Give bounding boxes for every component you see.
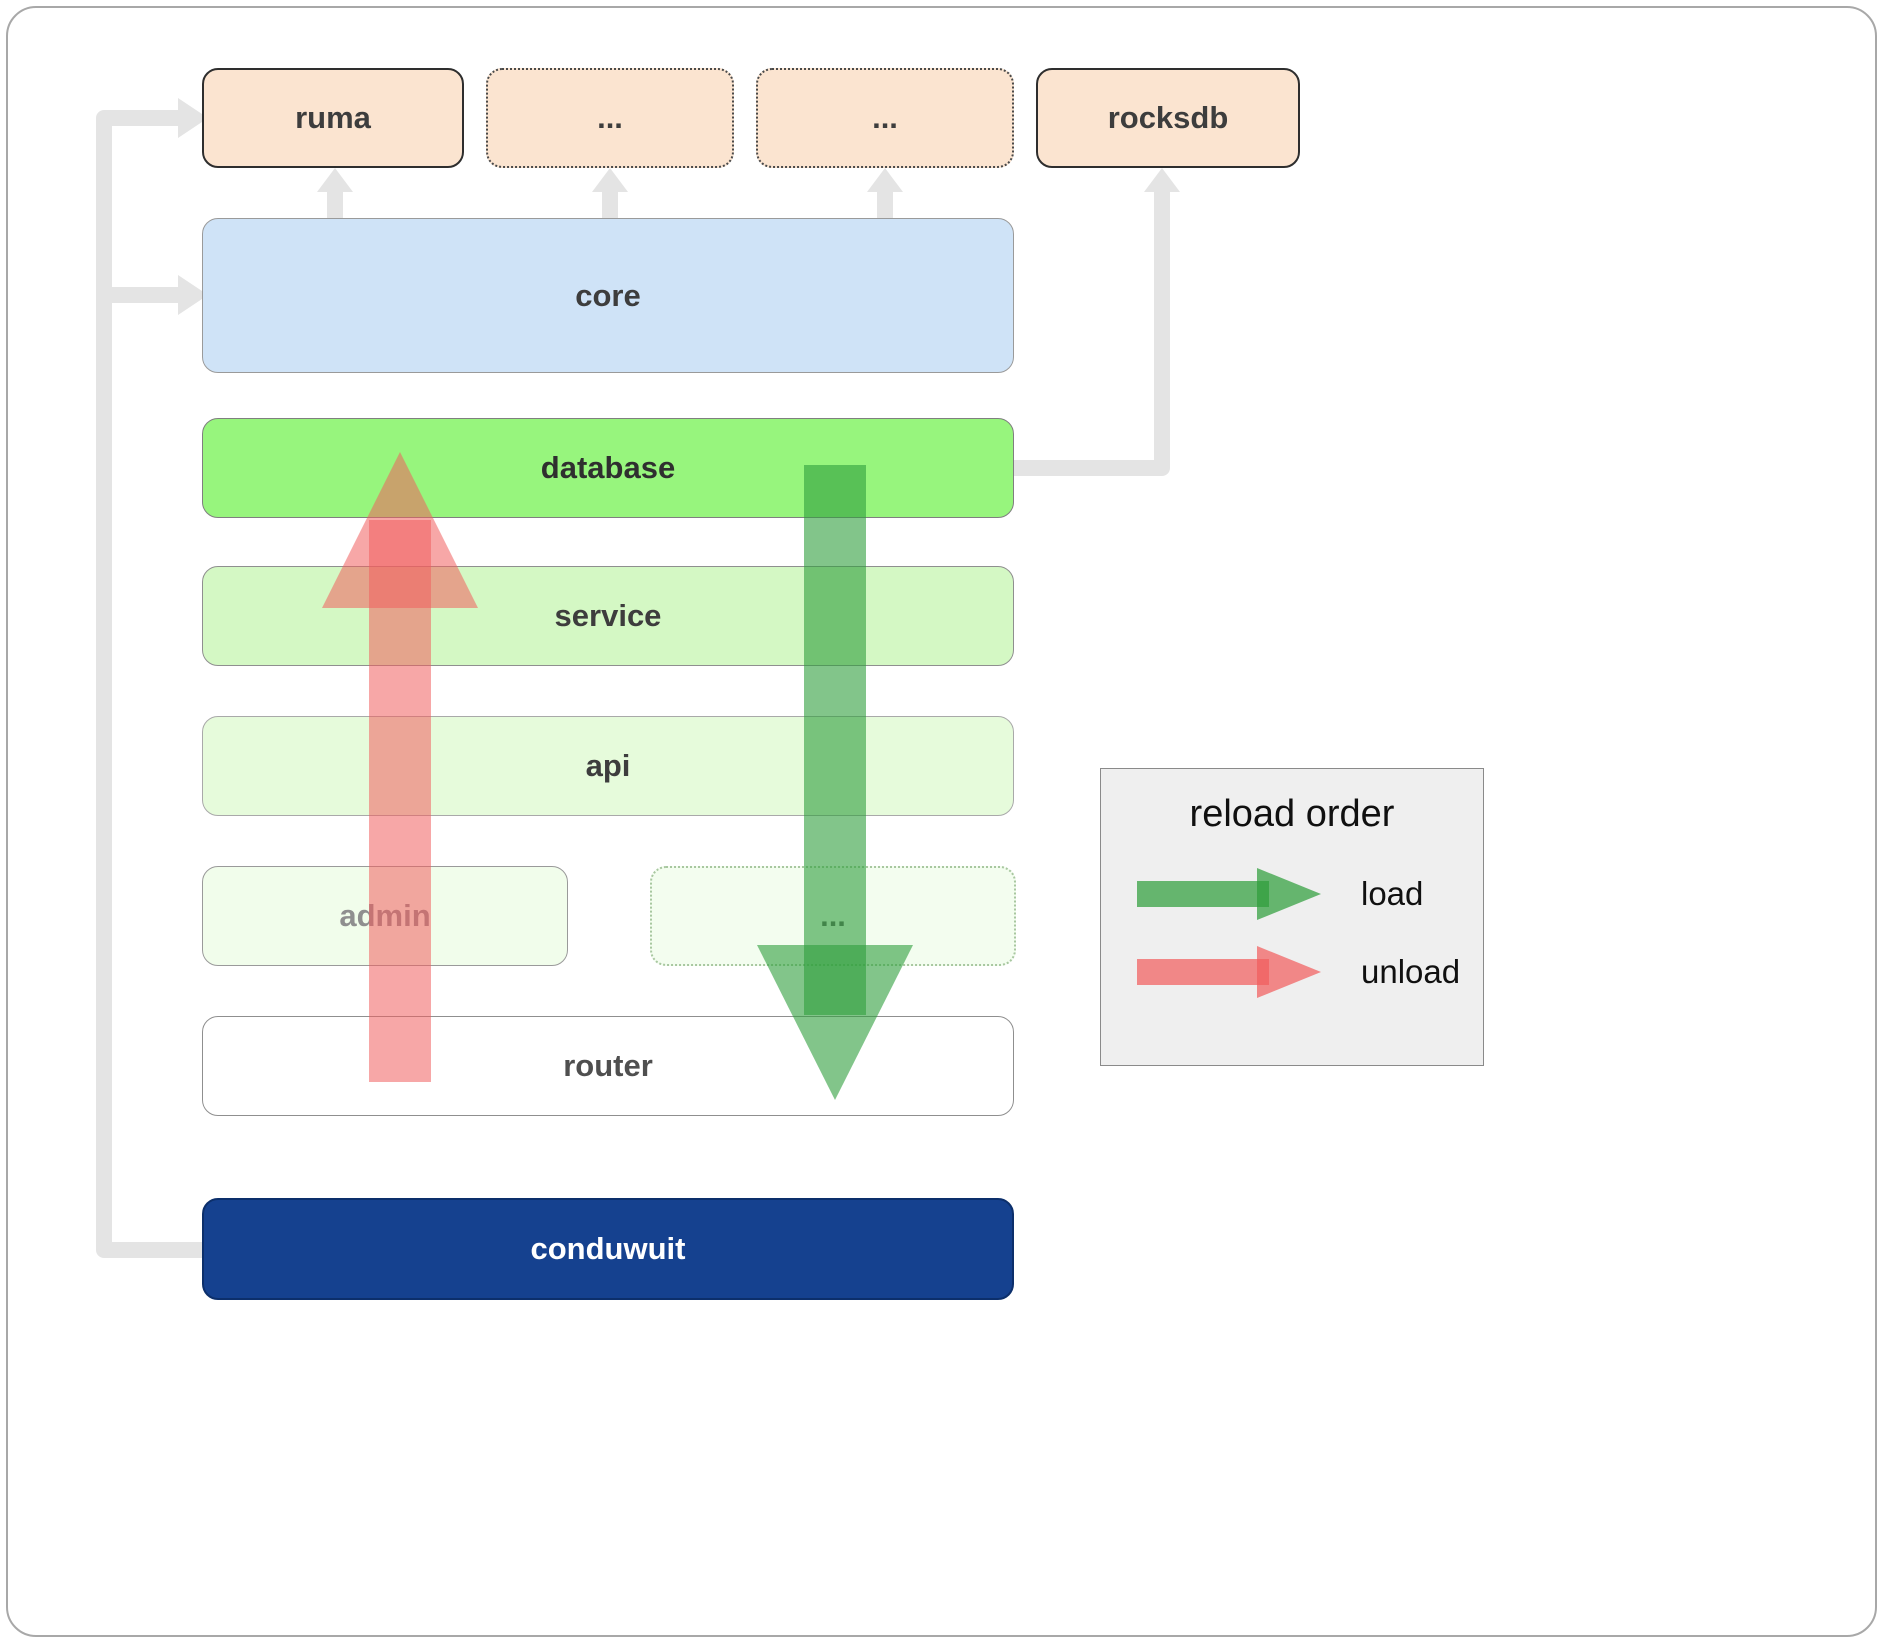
legend-row-unload: unload	[1135, 940, 1460, 1004]
load-arrow-icon	[1137, 868, 1321, 920]
arrowhead-up-ellipsis2-icon	[867, 168, 903, 192]
box-router: router	[202, 1016, 1014, 1116]
box-database: database	[202, 418, 1014, 518]
arrowhead-into-core-icon	[178, 275, 208, 315]
box-ruma: ruma	[202, 68, 464, 168]
legend-row-load: load	[1135, 862, 1423, 926]
arrowhead-up-ellipsis1-icon	[592, 168, 628, 192]
box-core: core	[202, 218, 1014, 373]
box-ellipsis-3: ...	[650, 866, 1016, 966]
box-admin: admin	[202, 866, 568, 966]
box-ellipsis-1: ...	[486, 68, 734, 168]
legend: reload order load unload	[1100, 768, 1484, 1066]
arrowhead-into-ruma-icon	[178, 98, 208, 138]
unload-arrow-icon	[1137, 946, 1321, 998]
connector-conduwuit-to-ruma	[96, 110, 202, 1258]
arrowhead-up-ruma-icon	[317, 168, 353, 192]
box-api: api	[202, 716, 1014, 816]
arrowhead-up-rocksdb-icon	[1144, 168, 1180, 192]
legend-load-label: load	[1361, 875, 1424, 912]
box-service: service	[202, 566, 1014, 666]
outer-frame	[6, 6, 1877, 1637]
box-ellipsis-2: ...	[756, 68, 1014, 168]
legend-unload-label: unload	[1361, 953, 1461, 990]
box-rocksdb: rocksdb	[1036, 68, 1300, 168]
legend-title: reload order	[1189, 793, 1395, 835]
connector-database-to-rocksdb	[1014, 190, 1170, 476]
box-conduwuit: conduwuit	[202, 1198, 1014, 1300]
